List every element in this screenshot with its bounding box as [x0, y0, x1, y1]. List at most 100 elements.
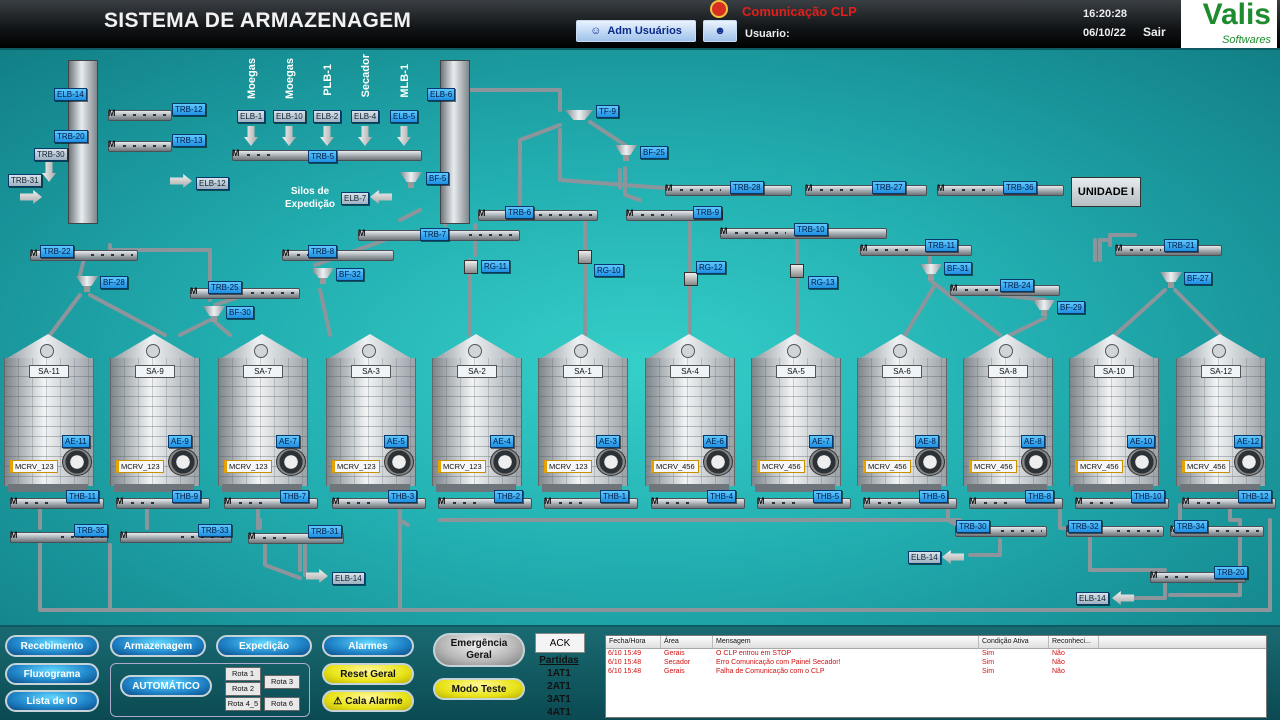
mcrv-tag[interactable]: MCRV_123 [10, 460, 58, 473]
conveyor-trb13[interactable]: M [108, 139, 172, 152]
conveyor-thb-5[interactable]: M [757, 496, 851, 509]
tag-trb22[interactable]: TRB-22 [40, 245, 74, 258]
tag-trb34[interactable]: TRB-34 [1174, 520, 1208, 533]
tag-thb-7[interactable]: THB-7 [280, 490, 310, 503]
valve-rg13[interactable] [790, 264, 804, 278]
cala-alarme-button[interactable]: ⚠Cala Alarme [322, 690, 414, 712]
tag-elb14c[interactable]: ELB-14 [908, 551, 941, 564]
tag-trb9[interactable]: TRB-9 [693, 206, 723, 219]
tag-elb4[interactable]: ELB-4 [351, 110, 380, 123]
conveyor-thb-3[interactable]: M [332, 496, 426, 509]
exit-button[interactable]: Sair [1143, 25, 1166, 39]
mcrv-tag[interactable]: MCRV_456 [969, 460, 1017, 473]
route-2-button[interactable]: Rota 2 [225, 682, 261, 696]
fan-icon[interactable] [384, 448, 414, 476]
tag-elb1[interactable]: ELB-1 [237, 110, 266, 123]
conveyor-thb-10[interactable]: M [1075, 496, 1169, 509]
mcrv-tag[interactable]: MCRV_456 [651, 460, 699, 473]
aerator-tag[interactable]: AE-5 [384, 435, 408, 448]
tag-trb11[interactable]: TRB-11 [925, 239, 958, 252]
route-3-button[interactable]: Rota 3 [264, 675, 300, 689]
mcrv-tag[interactable]: MCRV_456 [757, 460, 805, 473]
aerator-tag[interactable]: AE-8 [1021, 435, 1045, 448]
tag-bf32[interactable]: BF-32 [336, 268, 364, 281]
tag-trb10[interactable]: TRB-10 [794, 223, 828, 236]
tag-elb14d[interactable]: ELB-14 [1076, 592, 1109, 605]
conveyor-trb31b[interactable]: M [248, 531, 344, 544]
alarm-table[interactable]: Fecha/Hora Área Mensagem Condição Ativa … [605, 635, 1267, 718]
conveyor-trb9[interactable]: M [626, 208, 723, 221]
nav-expedicao-button[interactable]: Expedição [216, 635, 312, 657]
conveyor-trb33[interactable]: M [120, 530, 232, 543]
conveyor-thb-12[interactable]: M [1182, 496, 1276, 509]
aerator-tag[interactable]: AE-6 [703, 435, 727, 448]
elevator-elb6[interactable] [440, 60, 470, 224]
bin-bf28[interactable] [76, 276, 98, 292]
tag-thb-9[interactable]: THB-9 [172, 490, 202, 503]
tag-bf31[interactable]: BF-31 [944, 262, 972, 275]
tag-trb8[interactable]: TRB-8 [308, 245, 338, 258]
tag-rg10[interactable]: RG-10 [594, 264, 624, 277]
tag-rg11[interactable]: RG-11 [481, 260, 510, 273]
fan-icon[interactable] [168, 448, 198, 476]
conveyor-trb6[interactable]: M [478, 208, 598, 221]
mcrv-tag[interactable]: MCRV_456 [1182, 460, 1230, 473]
tag-trb21[interactable]: TRB-21 [1164, 239, 1198, 252]
mcrv-tag[interactable]: MCRV_123 [438, 460, 486, 473]
tag-trb32[interactable]: TRB-32 [1068, 520, 1102, 533]
aerator-tag[interactable]: AE-8 [915, 435, 939, 448]
valve-rg10[interactable] [578, 250, 592, 264]
tag-elb12[interactable]: ELB-12 [196, 177, 229, 190]
fan-icon[interactable] [809, 448, 839, 476]
conveyor-trb25[interactable]: M [190, 286, 300, 299]
tag-trb35[interactable]: TRB-35 [74, 524, 108, 537]
tag-trb7[interactable]: TRB-7 [420, 228, 450, 241]
bin-bf29[interactable] [1033, 300, 1055, 316]
nav-alarmes-button[interactable]: Alarmes [322, 635, 414, 657]
fan-icon[interactable] [62, 448, 92, 476]
mcrv-tag[interactable]: MCRV_123 [116, 460, 164, 473]
conveyor-thb-8[interactable]: M [969, 496, 1063, 509]
tag-elb14[interactable]: ELB-14 [54, 88, 87, 101]
fan-icon[interactable] [1021, 448, 1051, 476]
conveyor-thb-2[interactable]: M [438, 496, 532, 509]
conveyor-trb12[interactable]: M [108, 108, 172, 121]
fan-icon[interactable] [276, 448, 306, 476]
mcrv-tag[interactable]: MCRV_456 [863, 460, 911, 473]
valve-rg12[interactable] [684, 272, 698, 286]
conveyor-trb8[interactable]: M [282, 248, 394, 261]
tag-thb-6[interactable]: THB-6 [919, 490, 949, 503]
bin-bf5[interactable] [400, 172, 422, 188]
tag-elb2[interactable]: ELB-2 [313, 110, 342, 123]
fan-icon[interactable] [1234, 448, 1264, 476]
tag-thb-5[interactable]: THB-5 [813, 490, 843, 503]
conveyor-thb-4[interactable]: M [651, 496, 745, 509]
tag-elb10[interactable]: ELB-10 [273, 110, 306, 123]
mcrv-tag[interactable]: MCRV_123 [332, 460, 380, 473]
tripper-tf9[interactable] [565, 110, 593, 126]
tag-thb-8[interactable]: THB-8 [1025, 490, 1055, 503]
conveyor-trb34[interactable]: M [1170, 524, 1264, 537]
tag-thb-10[interactable]: THB-10 [1131, 490, 1165, 503]
aerator-tag[interactable]: AE-7 [809, 435, 833, 448]
conveyor-trb36[interactable]: M [937, 183, 1064, 196]
tag-thb-1[interactable]: THB-1 [600, 490, 630, 503]
bin-bf25[interactable] [615, 145, 637, 161]
conveyor-trb28[interactable]: M [665, 183, 792, 196]
tag-trb5[interactable]: TRB-5 [308, 150, 338, 163]
tag-elb7[interactable]: ELB-7 [341, 192, 370, 205]
mcrv-tag[interactable]: MCRV_456 [1075, 460, 1123, 473]
tag-elb14b[interactable]: ELB-14 [332, 572, 365, 585]
fan-icon[interactable] [915, 448, 945, 476]
aerator-tag[interactable]: AE-3 [596, 435, 620, 448]
tag-trb12[interactable]: TRB-12 [172, 103, 206, 116]
nav-lista-io-button[interactable]: Lista de IO [5, 690, 99, 712]
adm-users-button[interactable]: ☺ Adm Usuários [576, 20, 696, 42]
conveyor-thb-11[interactable]: M [10, 496, 104, 509]
tag-trb30[interactable]: TRB-30 [34, 148, 68, 161]
